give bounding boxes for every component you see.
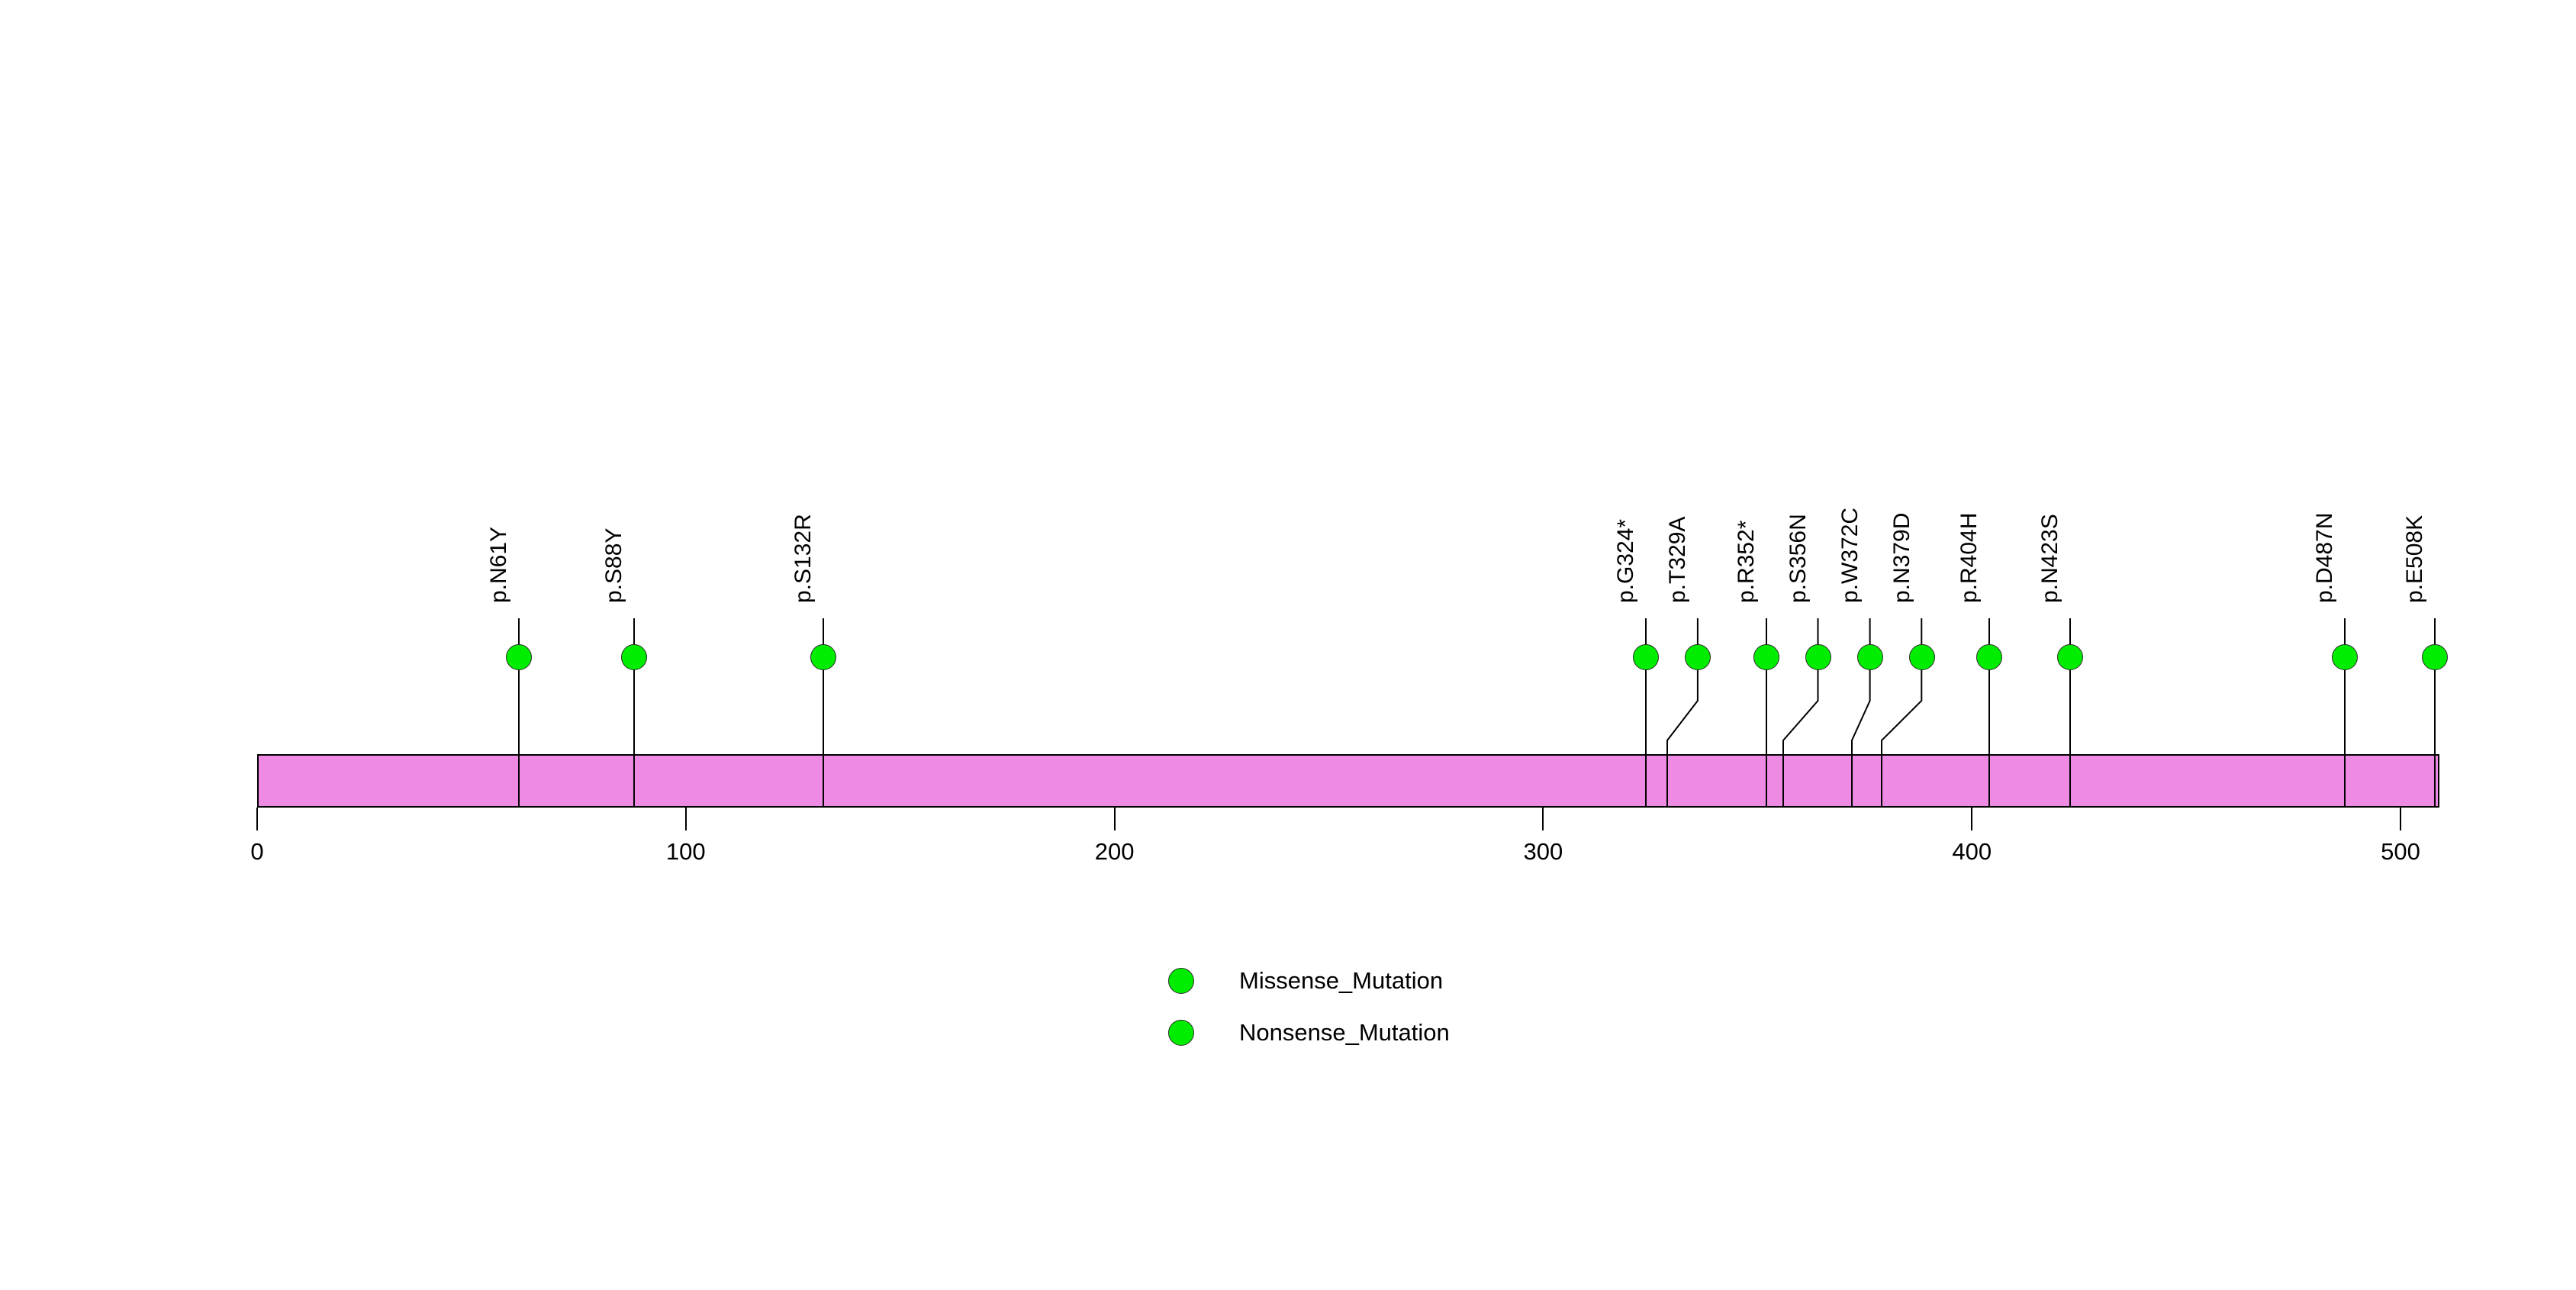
mutation-label: p.E508K — [2401, 514, 2427, 603]
axis-tick-mark — [1113, 808, 1116, 830]
mutation-label: p.S88Y — [601, 527, 627, 603]
mutation-label: p.N379D — [1889, 512, 1914, 603]
mutation-label: p.W372C — [1837, 507, 1863, 603]
mutation-dot[interactable] — [1753, 644, 1779, 670]
mutation-dot[interactable] — [2421, 644, 2448, 670]
mutation-dot[interactable] — [1633, 644, 1660, 670]
mutation-label: p.G324* — [1613, 518, 1639, 603]
mutation-dot[interactable] — [1856, 644, 1883, 670]
axis-tick-mark — [256, 808, 258, 830]
mutation-dot[interactable] — [505, 644, 532, 670]
mutation-label: p.S132R — [790, 514, 816, 603]
mutation-label: p.D487N — [2312, 512, 2337, 603]
axis-tick-mark — [1971, 808, 1973, 830]
axis-tick-label: 300 — [1523, 838, 1563, 865]
axis-tick-label: 400 — [1952, 838, 1992, 865]
mutation-label: p.S356N — [1785, 514, 1811, 603]
axis-tick-mark — [2400, 808, 2402, 830]
mutation-dot[interactable] — [1685, 644, 1711, 670]
legend-label: Nonsense_Mutation — [1239, 1019, 1450, 1046]
mutation-dot[interactable] — [810, 644, 836, 670]
mutation-dot[interactable] — [2057, 644, 2084, 670]
mutation-dot[interactable] — [621, 644, 648, 670]
mutation-dot[interactable] — [2332, 644, 2358, 670]
mutation-label: p.T329A — [1665, 516, 1691, 603]
axis-tick-label: 200 — [1094, 838, 1135, 865]
mutation-label: p.N423S — [2037, 514, 2063, 603]
protein-backbone-bar — [257, 754, 2439, 808]
mutation-dot[interactable] — [1975, 644, 2002, 670]
legend-swatch[interactable] — [1168, 1020, 1194, 1046]
mutation-label: p.R404H — [1956, 512, 1982, 603]
legend-label: Missense_Mutation — [1239, 967, 1444, 994]
mutation-label: p.N61Y — [485, 526, 511, 603]
axis-tick-label: 500 — [2381, 838, 2420, 865]
axis-tick-label: 0 — [250, 838, 264, 865]
mutation-dot[interactable] — [1908, 644, 1935, 670]
axis-tick-mark — [684, 808, 687, 830]
axis-tick-label: 100 — [665, 838, 706, 865]
mutation-label: p.R352* — [1733, 520, 1759, 603]
axis-tick-mark — [1542, 808, 1544, 830]
mutation-dot[interactable] — [1805, 644, 1831, 670]
legend-swatch[interactable] — [1168, 968, 1194, 994]
